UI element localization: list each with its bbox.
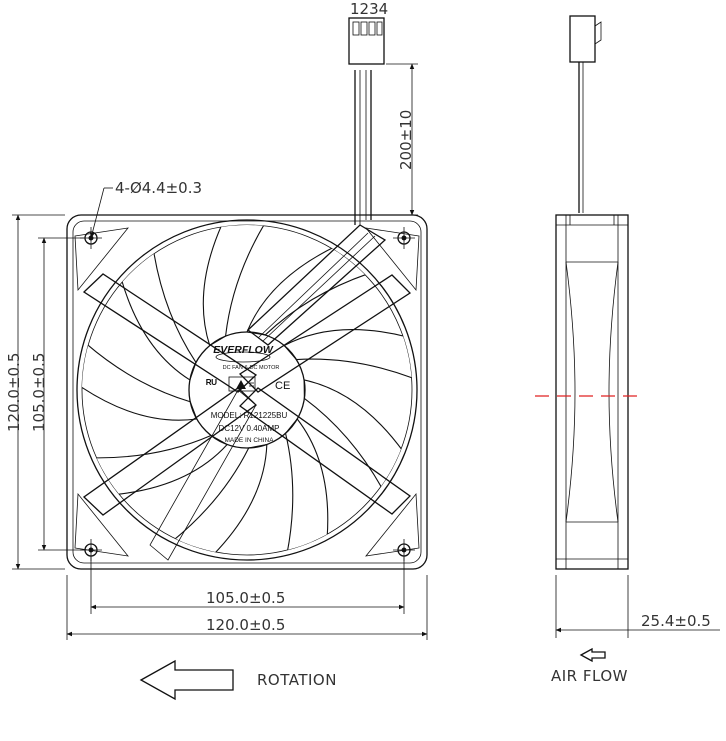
airflow-arrow-icon bbox=[579, 647, 606, 663]
side-view: 25.4±0.5 bbox=[535, 15, 720, 638]
mounting-hole-tr bbox=[393, 227, 415, 249]
venturi-ring bbox=[76, 219, 418, 561]
dim-height-inner: 105.0±0.5 bbox=[30, 353, 48, 432]
warning-icon bbox=[228, 376, 256, 392]
dim-width-inner: 105.0±0.5 bbox=[206, 589, 285, 607]
hub-label: EVERFLOW DC FAN & DC MOTOR ᴿᵁ CE MODEL: … bbox=[188, 331, 306, 449]
fan-frame-outer bbox=[66, 214, 428, 570]
rotation-arrow-icon bbox=[139, 659, 234, 701]
hub-cert-ce: CE bbox=[275, 380, 290, 392]
hub-cert-ul: ᴿᵁ bbox=[206, 377, 218, 391]
frame-struts bbox=[82, 224, 412, 561]
airflow-label: AIR FLOW bbox=[551, 667, 628, 685]
front-view: EVERFLOW DC FAN & DC MOTOR ᴿᵁ CE MODEL: … bbox=[66, 0, 428, 570]
power-cable bbox=[354, 70, 372, 225]
dim-cable-length: 200±10 bbox=[397, 110, 415, 170]
hub-model: MODEL: R121225BU bbox=[211, 411, 288, 420]
fan-blade bbox=[283, 329, 412, 380]
dimension-lines: 200±10 4-Ø4.4±0.3 120.0±0.5 105.0±0.5 10… bbox=[5, 63, 428, 640]
fan-blade bbox=[202, 225, 267, 347]
hub-tagline: DC FAN & DC MOTOR bbox=[223, 365, 280, 371]
fan-blade bbox=[284, 418, 329, 555]
dim-holes: 4-Ø4.4±0.3 bbox=[115, 179, 202, 197]
airflow-indicator: AIR FLOW bbox=[551, 647, 628, 685]
connector: 1234 bbox=[348, 0, 388, 65]
dim-width-outer: 120.0±0.5 bbox=[206, 616, 285, 634]
hub-origin: MADE IN CHINA bbox=[224, 437, 274, 444]
hub-rating: DC12V 0.40AMP bbox=[219, 424, 280, 433]
fan-blade bbox=[120, 249, 197, 381]
fan-blades bbox=[82, 225, 412, 555]
corner-webbing bbox=[74, 227, 420, 557]
rotation-indicator: ROTATION bbox=[139, 659, 337, 701]
fan-frame-inner bbox=[72, 220, 422, 564]
rotation-label: ROTATION bbox=[257, 671, 337, 689]
dim-depth: 25.4±0.5 bbox=[641, 612, 711, 630]
dim-height-outer: 120.0±0.5 bbox=[5, 353, 23, 432]
connector-pins: 1234 bbox=[350, 0, 388, 18]
